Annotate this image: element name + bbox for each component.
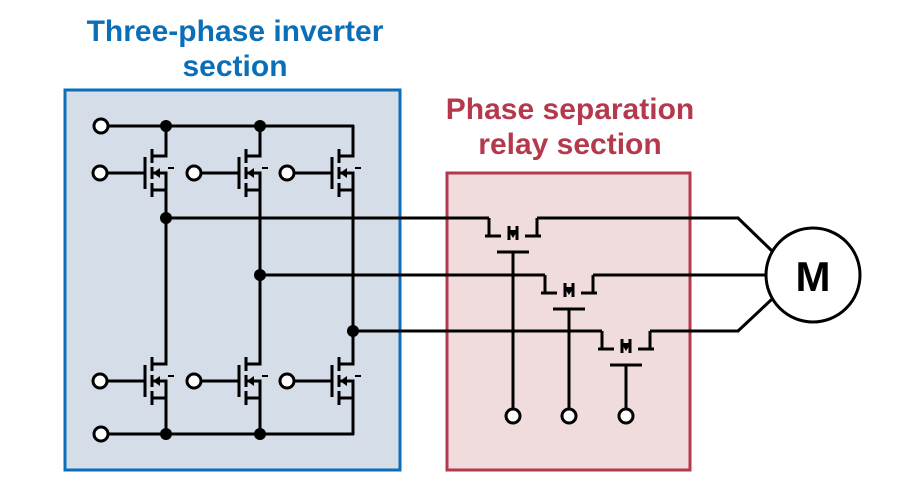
junction-dot <box>347 325 359 337</box>
phase-u-to-motor <box>736 216 773 252</box>
relay-switch <box>541 272 597 425</box>
motor-symbol <box>764 226 862 324</box>
inverter-title-line2: section <box>182 50 288 83</box>
relay-switch <box>598 328 654 425</box>
relay-title-line2: relay section <box>478 128 662 161</box>
motor-label: M <box>796 253 831 300</box>
relay-title-line1: Phase separation <box>445 93 695 126</box>
inverter-section-box <box>63 88 402 472</box>
mosfet-symbol <box>185 357 268 405</box>
inverter-section-title: Three-phase inverter section <box>40 14 430 84</box>
junction-dot <box>254 269 266 281</box>
mosfet-symbol <box>91 149 174 197</box>
mosfet-symbol <box>278 149 361 197</box>
mosfet-symbol <box>91 357 174 405</box>
junction-dot <box>254 120 266 132</box>
phase-w-to-motor <box>736 298 773 333</box>
junction-dot <box>160 120 172 132</box>
mosfet-symbol <box>278 357 361 405</box>
junction-dot <box>160 428 172 440</box>
inverter-title-line1: Three-phase inverter <box>86 15 384 48</box>
positive-terminal <box>92 117 110 135</box>
relay-switch <box>485 215 541 425</box>
junction-dot <box>254 428 266 440</box>
junction-dot <box>160 212 172 224</box>
relay-section-title: Phase separation relay section <box>400 92 740 162</box>
negative-terminal <box>92 425 110 443</box>
mosfet-symbol <box>185 149 268 197</box>
